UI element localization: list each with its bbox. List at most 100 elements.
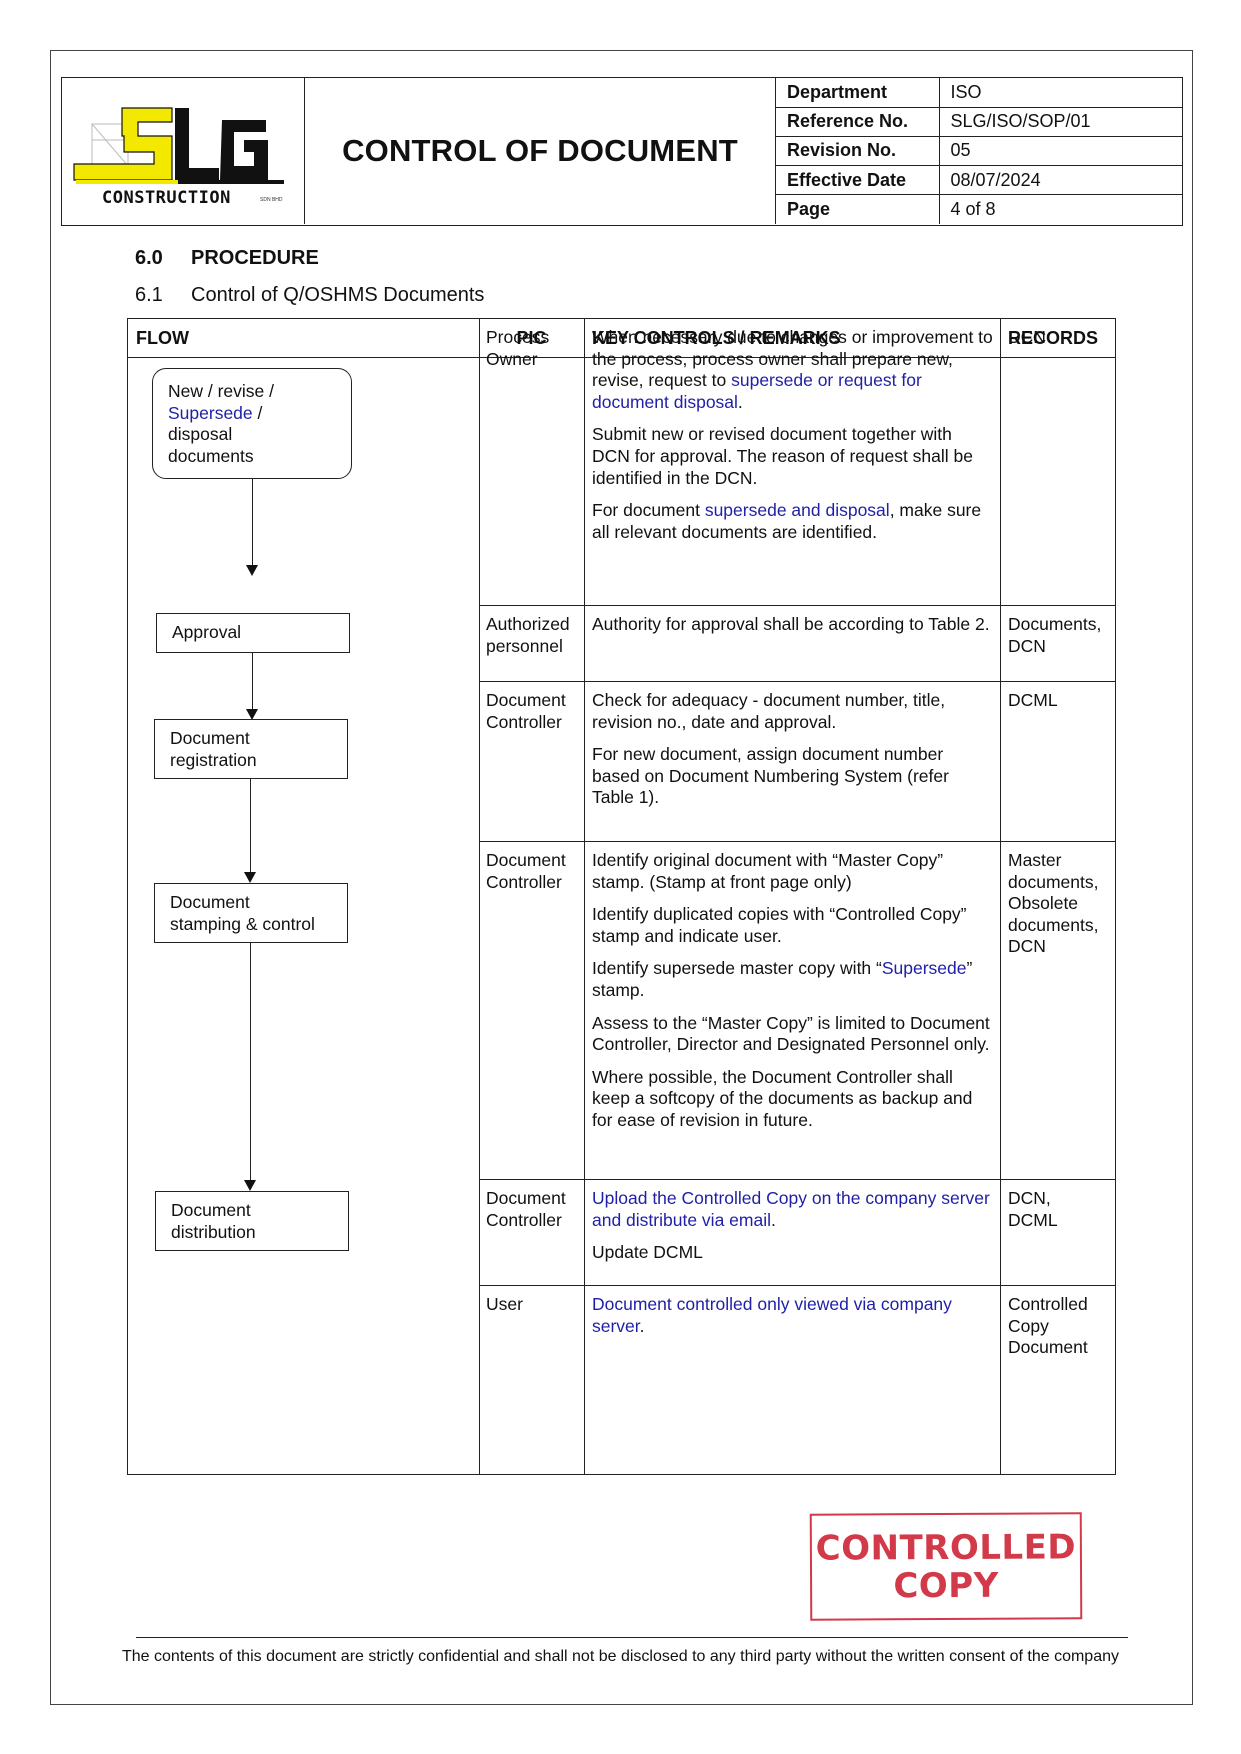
flow-arrow bbox=[246, 479, 258, 576]
remarks-text: . bbox=[639, 1315, 645, 1336]
row-divider bbox=[479, 605, 1115, 606]
header-flow: FLOW bbox=[136, 327, 189, 348]
flow-registration-line: Document bbox=[170, 728, 250, 748]
meta-value: 08/07/2024 bbox=[938, 165, 1182, 196]
subsection-number: 6.1 bbox=[135, 284, 163, 306]
remarks-text: . bbox=[737, 391, 743, 412]
flow-start-line: disposal bbox=[168, 424, 233, 445]
remarks-paragraph: Identify supersede master copy with “Sup… bbox=[592, 958, 994, 1001]
remarks-paragraph: Upload the Controlled Copy on the compan… bbox=[592, 1188, 994, 1231]
flow-distribution-box: Document distribution bbox=[155, 1191, 349, 1251]
flow-arrow bbox=[244, 943, 256, 1191]
remarks-paragraph: Identify original document with “Master … bbox=[592, 850, 944, 892]
column-divider bbox=[479, 319, 480, 1474]
remarks-text: When necessary due to changes or improve… bbox=[592, 327, 993, 391]
column-divider bbox=[584, 319, 585, 1474]
pic-cell: Document Controller bbox=[486, 690, 582, 733]
remarks-paragraph: Where possible, the Document Controller … bbox=[592, 1066, 973, 1130]
flow-start-box: New / revise / Supersede / disposal docu… bbox=[152, 368, 352, 479]
remarks-text: Identify supersede master copy with “ bbox=[592, 958, 882, 979]
stamp-line: CONTROLLED bbox=[815, 1526, 1077, 1569]
records-cell: DCML bbox=[1008, 690, 1058, 710]
meta-row: Effective Date 08/07/2024 bbox=[776, 165, 1182, 196]
records-line: documents, bbox=[1008, 871, 1099, 892]
records-line: Master bbox=[1008, 850, 1062, 870]
meta-key: Department bbox=[776, 78, 940, 108]
flow-distribution-line: distribution bbox=[171, 1221, 256, 1242]
pic-line: Controller bbox=[486, 871, 562, 892]
meta-key: Effective Date bbox=[776, 165, 940, 196]
meta-value: 05 bbox=[938, 135, 1182, 167]
row-divider bbox=[479, 1285, 1115, 1286]
logo-suffix: SDN BHD bbox=[260, 197, 283, 203]
remarks-paragraph: Check for adequacy - document number, ti… bbox=[592, 690, 946, 732]
flow-registration-box: Document registration bbox=[154, 719, 348, 779]
pic-line: Document bbox=[486, 1188, 566, 1208]
pic-cell: Process Owner bbox=[486, 327, 582, 370]
pic-line: Document bbox=[486, 850, 566, 870]
section-number: 6.0 bbox=[135, 247, 163, 269]
pic-line: personnel bbox=[486, 635, 563, 656]
remarks-cell: When necessary due to changes or improve… bbox=[592, 327, 994, 554]
flow-approval-box: Approval bbox=[156, 613, 350, 653]
pic-cell: Document Controller bbox=[486, 1188, 582, 1231]
meta-key: Revision No. bbox=[776, 135, 940, 167]
header-pic: PIC bbox=[516, 327, 547, 348]
document-title: CONTROL OF DOCUMENT bbox=[305, 78, 776, 224]
records-line: Document bbox=[1008, 1337, 1088, 1358]
section-title: PROCEDURE bbox=[191, 247, 319, 269]
remarks-highlight: Supersede bbox=[881, 958, 967, 979]
pic-line: Authorized bbox=[486, 614, 570, 634]
pic-line: Controller bbox=[486, 711, 562, 732]
records-line: Documents, bbox=[1008, 614, 1102, 634]
flow-stamping-box: Document stamping & control bbox=[154, 883, 348, 943]
pic-line: Document bbox=[486, 690, 566, 710]
subsection-title: Control of Q/OSHMS Documents bbox=[191, 284, 485, 306]
remarks-paragraph: Identify duplicated copies with “Control… bbox=[592, 904, 967, 946]
meta-value: ISO bbox=[938, 78, 1182, 108]
meta-row: Revision No. 05 bbox=[776, 135, 1182, 167]
flow-start-line: New / revise / bbox=[168, 381, 274, 401]
meta-row: Department ISO bbox=[776, 78, 1182, 108]
flow-distribution-line: Document bbox=[171, 1200, 251, 1220]
records-line: DCN bbox=[1008, 635, 1046, 656]
remarks-paragraph: For document supersede and disposal, mak… bbox=[592, 500, 994, 543]
flow-approval-label: Approval bbox=[172, 622, 242, 643]
procedure-table: FLOW PIC KEY CONTROLS / REMARKS RECORDS … bbox=[127, 318, 1116, 1475]
remarks-paragraph: Update DCML bbox=[592, 1242, 703, 1263]
records-line: DCN, bbox=[1008, 1188, 1051, 1208]
remarks-cell: Authority for approval shall be accordin… bbox=[592, 614, 994, 647]
meta-key: Reference No. bbox=[776, 106, 940, 137]
slg-logo-graphic bbox=[73, 107, 284, 184]
records-line: documents, bbox=[1008, 914, 1099, 935]
confidentiality-footer: The contents of this document are strict… bbox=[122, 1648, 1119, 1665]
pic-cell: Authorized personnel bbox=[486, 614, 582, 657]
document-meta-table: Department ISO Reference No. SLG/ISO/SOP… bbox=[776, 78, 1182, 224]
meta-value: SLG/ISO/SOP/01 bbox=[938, 106, 1182, 137]
remarks-paragraph: When necessary due to changes or improve… bbox=[592, 327, 994, 413]
remarks-highlight: supersede and disposal bbox=[704, 500, 890, 521]
records-cell: Master documents, Obsolete documents, DC… bbox=[1008, 850, 1112, 958]
records-line: Controlled bbox=[1008, 1294, 1088, 1314]
meta-row: Reference No. SLG/ISO/SOP/01 bbox=[776, 106, 1182, 137]
records-line: Obsolete bbox=[1008, 893, 1079, 914]
flow-arrow bbox=[244, 779, 256, 883]
pic-line: Process bbox=[486, 327, 550, 347]
records-line: DCN bbox=[1008, 936, 1046, 957]
records-line: Copy bbox=[1008, 1315, 1049, 1336]
remarks-paragraph: For new document, assign document number… bbox=[592, 744, 949, 808]
pic-line: User bbox=[486, 1294, 523, 1314]
remarks-paragraph: Authority for approval shall be accordin… bbox=[592, 614, 990, 634]
pic-cell: User bbox=[486, 1294, 582, 1316]
remarks-text: For document bbox=[592, 500, 705, 521]
stamp-line: COPY bbox=[893, 1565, 999, 1606]
flow-start-line: documents bbox=[168, 445, 254, 466]
remarks-cell: Identify original document with “Master … bbox=[592, 850, 994, 1143]
records-line: DCML bbox=[1008, 1209, 1058, 1230]
remarks-paragraph: Assess to the “Master Copy” is limited t… bbox=[592, 1012, 990, 1055]
header-divider bbox=[128, 357, 1115, 358]
flow-start-line: Supersede / bbox=[168, 403, 336, 425]
meta-value: 4 of 8 bbox=[938, 194, 1182, 224]
remarks-text: ” stamp. bbox=[592, 958, 973, 1000]
remarks-highlight: supersede or request for document dispos… bbox=[592, 370, 922, 412]
